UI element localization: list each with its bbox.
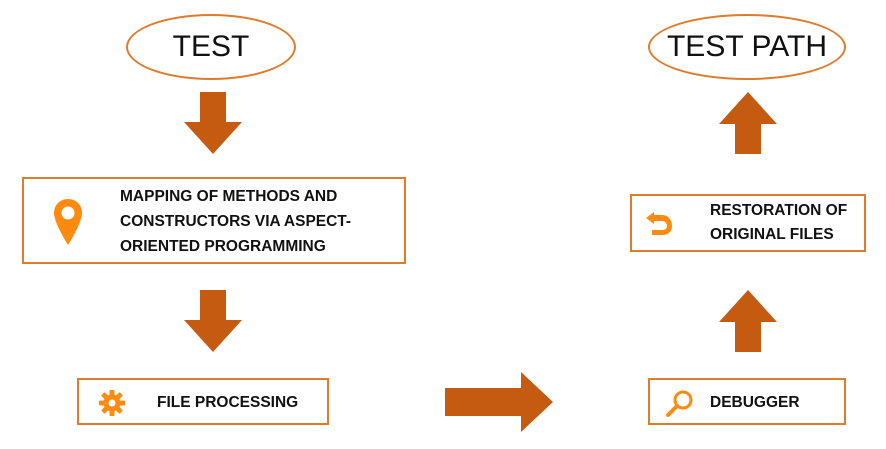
step-mapping-box: MAPPING OF METHODS AND CONSTRUCTORS VIA … xyxy=(22,177,406,264)
down-arrow-2 xyxy=(184,290,242,352)
right-arrow xyxy=(445,372,553,432)
up-arrow-1 xyxy=(719,92,777,154)
step-restoration-label: RESTORATION OF ORIGINAL FILES xyxy=(710,202,848,244)
step-file-processing-box: FILE PROCESSING xyxy=(77,378,329,425)
magnifier-icon xyxy=(666,390,693,417)
down-arrow-1 xyxy=(184,92,242,154)
step-debugger-box: DEBUGGER xyxy=(648,378,846,425)
gear-icon xyxy=(99,390,125,416)
step-debugger-label: DEBUGGER xyxy=(710,394,800,411)
location-pin-icon xyxy=(54,199,82,245)
undo-arrow-icon xyxy=(646,212,672,235)
step-restoration-box: RESTORATION OF ORIGINAL FILES xyxy=(630,194,866,252)
step-mapping-label: MAPPING OF METHODS AND CONSTRUCTORS VIA … xyxy=(120,188,352,255)
end-node-test-path: TEST PATH xyxy=(648,14,846,80)
up-arrow-2 xyxy=(719,290,777,352)
end-node-label: TEST PATH xyxy=(666,30,828,63)
start-node-label: TEST xyxy=(172,30,250,63)
step-file-processing-label: FILE PROCESSING xyxy=(157,394,299,411)
start-node-test: TEST xyxy=(126,14,296,80)
